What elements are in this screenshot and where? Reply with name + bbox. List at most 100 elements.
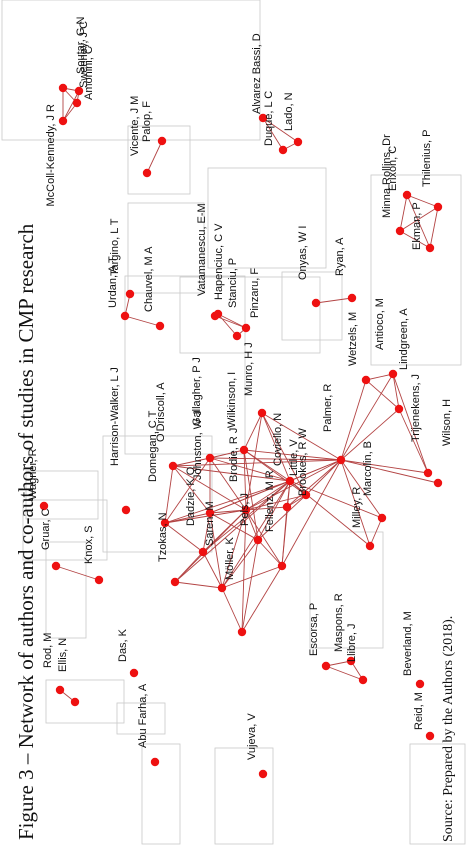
- cluster-box: [22, 499, 108, 561]
- edge-lindgreen-trijenekens: [398, 408, 429, 474]
- cluster-box: [116, 702, 166, 735]
- node-label-escorsa: Escorsa, P: [308, 603, 320, 656]
- node-ellis: [70, 697, 80, 707]
- edge-palmer-wilkinson: [243, 449, 342, 461]
- edge-lindgreen-palmer: [340, 408, 400, 461]
- node-label-wilson: Wilson, H: [441, 399, 453, 446]
- node-label-johnston: Johnston, W J: [192, 410, 204, 480]
- cluster-box: [45, 541, 87, 639]
- node-ekman: [425, 243, 435, 253]
- node-label-beverland: Beverland, M: [402, 611, 414, 676]
- edge-saren-pels: [221, 539, 259, 589]
- edge-coviello-pels: [257, 480, 291, 541]
- edge-gallagher-domegan: [164, 457, 211, 524]
- node-label-abufarha: Abu Farha, A: [137, 683, 149, 748]
- edge-pels-little: [257, 494, 307, 541]
- edge-palmer-marcolin: [340, 459, 383, 519]
- cluster-box: [214, 747, 274, 845]
- edge-coviello-dadzie: [202, 480, 291, 553]
- node-johnston: [205, 508, 215, 518]
- edge-minna-ekman: [399, 230, 431, 249]
- edge-domegan-dadzie: [164, 522, 204, 553]
- node-gallagher: [205, 453, 215, 463]
- node-minna: [395, 226, 405, 236]
- edge-palmer-little: [305, 459, 342, 496]
- edge-sweeney-mccoll: [62, 90, 80, 122]
- edge-fellenz-pels: [257, 539, 283, 567]
- node-maspons: [346, 656, 356, 666]
- node-targino: [125, 289, 135, 299]
- node-label-palop: Palop, F: [141, 101, 153, 142]
- node-label-brookes: Brookes, R W: [297, 428, 309, 496]
- cluster-box: [370, 174, 462, 366]
- edge-alvarez-duque: [262, 117, 284, 151]
- node-label-vicente: Vicente, J M: [129, 96, 141, 156]
- node-wetzels: [361, 375, 371, 385]
- node-mccoll: [58, 116, 68, 126]
- node-label-maspons: Maspons, R: [333, 593, 345, 652]
- edge-brodie-little: [245, 494, 307, 511]
- node-lindgreen: [394, 404, 404, 414]
- node-label-wetzels: Wetzels, M: [347, 312, 359, 366]
- edge-brodie-dadzie: [202, 509, 247, 553]
- edge-antioco-lindgreen: [392, 373, 400, 410]
- node-urdan: [120, 311, 130, 321]
- node-odriscoll: [168, 461, 178, 471]
- node-label-reid: Reid, M: [413, 692, 425, 730]
- edge-palmer-brodie: [245, 459, 342, 511]
- node-domegan: [160, 518, 170, 528]
- node-brookes: [282, 502, 292, 512]
- node-label-wilkinson: Wilkinson, I: [226, 372, 238, 428]
- edge-vicente-palop: [146, 140, 163, 174]
- node-pels: [253, 535, 263, 545]
- edge-gallagher-odriscoll: [172, 457, 211, 467]
- figure-caption: Figure 3 – Network of authors and co-aut…: [14, 223, 38, 840]
- node-munro: [257, 408, 267, 418]
- edge-palmer-trijenekens: [340, 459, 429, 474]
- node-label-das: Das, K: [117, 628, 129, 662]
- node-stanciu: [241, 323, 251, 333]
- cluster-box: [179, 276, 321, 354]
- node-label-pels: Pels, J: [239, 493, 251, 526]
- node-label-minna: Minna Rollins, Dr: [381, 134, 393, 218]
- edge-coviello-brodie: [245, 480, 291, 511]
- edge-johnston-dadzie: [202, 512, 211, 553]
- edge-palmer-wilson: [340, 459, 439, 484]
- node-thilenius: [433, 202, 443, 212]
- edge-dadzie-tzokas: [174, 551, 204, 583]
- edge-brodie-gallagher: [209, 457, 247, 511]
- node-palop: [157, 136, 167, 146]
- edge-coviello-tzokas: [174, 480, 291, 583]
- node-label-dadzie: Dadzie, K Q: [185, 466, 197, 526]
- edge-urdan-chauvel: [124, 315, 161, 327]
- node-alvarez: [258, 113, 268, 123]
- node-beverland: [415, 679, 425, 689]
- edge-palmer-munro: [261, 412, 342, 461]
- edge-coviello-johnston: [209, 480, 291, 514]
- node-label-targino: Targino, L T: [109, 218, 121, 276]
- node-label-tzokas: Tzokas, N: [157, 512, 169, 562]
- edge-palmer-odriscoll: [172, 459, 342, 467]
- node-label-antioco: Antioco, M: [374, 298, 386, 350]
- node-label-erixon: Erixon, C: [387, 146, 399, 191]
- edge-palmer-gallagher: [209, 457, 342, 461]
- edge-saren-moller: [221, 587, 243, 633]
- node-label-alvarez: Alvarez Bassi, D: [251, 33, 263, 114]
- node-label-fellenz: Fellenz, M R: [264, 470, 276, 532]
- node-label-little: Little, V: [288, 439, 300, 476]
- node-label-stanciu: Stanciu, P: [227, 258, 239, 308]
- node-label-gruar: Gruar, C: [40, 508, 52, 550]
- edge-brodie-munro: [245, 412, 263, 511]
- edge-coviello-marcolin: [289, 480, 383, 519]
- node-vujeva: [258, 769, 268, 779]
- node-label-rod: Rod, M: [42, 633, 54, 668]
- edge-brodie-fellenz: [245, 509, 283, 567]
- edge-brodie-odriscoll: [172, 465, 247, 511]
- node-hapenciuc: [213, 309, 223, 319]
- node-label-odriscoll: O'Driscoll, A: [155, 382, 167, 442]
- edge-erixon-thilenius: [406, 194, 439, 208]
- edge-johnston-odriscoll: [172, 465, 211, 514]
- node-label-gallagher: Gallagher, P J: [191, 357, 203, 426]
